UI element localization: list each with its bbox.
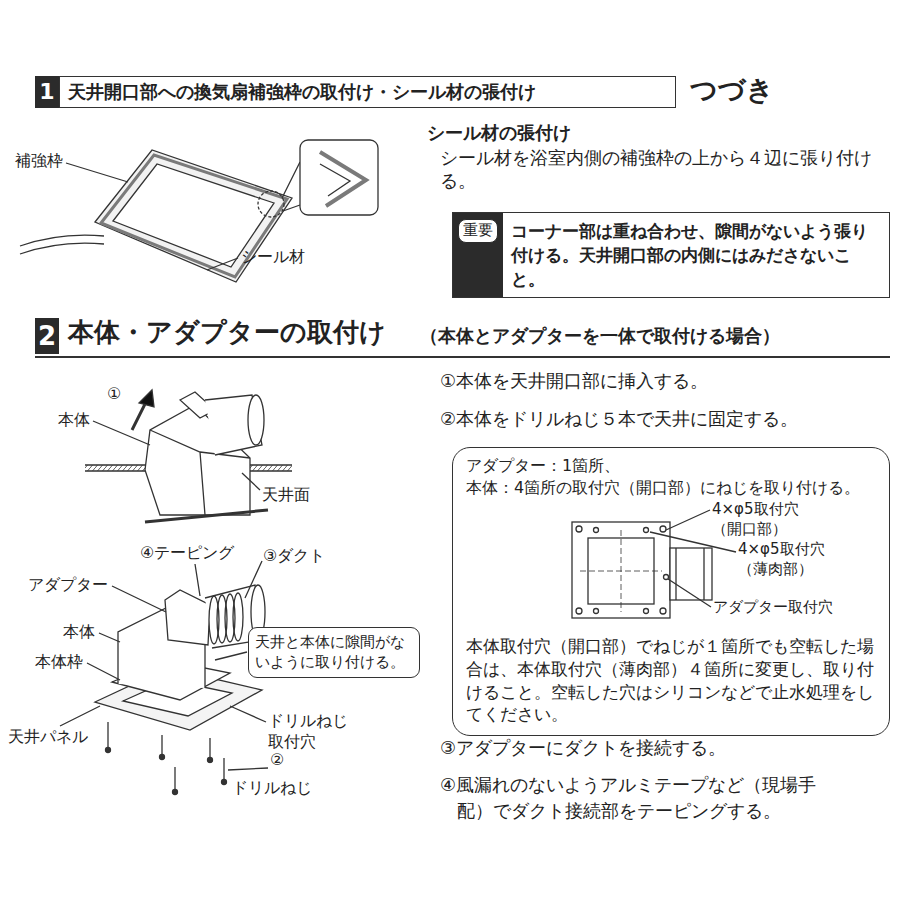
adapter-hole bbox=[664, 575, 669, 580]
ceiling-edge bbox=[20, 235, 104, 254]
leader-line bbox=[66, 163, 238, 270]
duct-rib bbox=[233, 593, 243, 641]
hole-label: 4×φ5取付穴 （開口部） bbox=[712, 500, 807, 539]
section-title-box: 天井開口部への換気扇補強枠の取付け・シール材の張付け bbox=[59, 76, 676, 108]
part-name: 本体枠 bbox=[35, 652, 83, 673]
node-text: 本体取付穴（開口部）でねじが１箇所でも空転した場合は、本体取付穴（薄肉部）４箇所… bbox=[466, 636, 877, 727]
part-name: 本体 bbox=[63, 622, 95, 643]
body-text: シール材を浴室内側の補強枠の上から４辺に張り付ける。 bbox=[440, 146, 876, 193]
node-text: 2 bbox=[38, 323, 56, 349]
step-text: ②本体をドリルねじ５本で天井に固定する。 bbox=[440, 407, 798, 430]
part-name: ドリルねじ 取付穴 bbox=[268, 711, 356, 753]
section-subtitle: （本体とアダプターを一体で取付ける場合） bbox=[420, 324, 780, 347]
duct-plan bbox=[670, 548, 712, 600]
callout-box: 天井と本体に隙間がないように取り付ける。 bbox=[248, 627, 420, 678]
corner-detail bbox=[320, 152, 366, 206]
node-text: 本体：4箇所の取付穴（開口部）にねじを取り付ける。 bbox=[466, 477, 877, 499]
step-text: ①本体を天井開口部に挿入する。 bbox=[440, 369, 708, 392]
insert-arrowhead bbox=[139, 390, 154, 407]
part-name: アダプター bbox=[28, 575, 108, 596]
node-text: 天井開口部への換気扇補強枠の取付け・シール材の張付け bbox=[68, 81, 536, 103]
center-line bbox=[580, 530, 662, 612]
node-text: コーナー部は重ね合わせ、隙間がないよう張り付ける。天井開口部の内側にはみださない… bbox=[511, 219, 881, 291]
insert-arrow bbox=[132, 402, 146, 430]
node-text: 1 bbox=[39, 81, 54, 103]
hole-label: アダプター取付穴 bbox=[713, 598, 833, 618]
important-tag: 重要 bbox=[453, 213, 503, 297]
node-text: 重要 bbox=[458, 219, 498, 243]
corner-detail bbox=[320, 164, 350, 196]
fan-flange bbox=[145, 510, 268, 522]
section-number: 2 bbox=[35, 318, 59, 354]
fan-duct-end bbox=[248, 395, 264, 445]
part-name: 補強枠 bbox=[15, 151, 63, 172]
duct-plan-edge bbox=[676, 548, 704, 600]
node-text: 天井と本体に隙間がないように取り付ける。 bbox=[255, 632, 413, 673]
part-name: ドリルねじ bbox=[232, 778, 312, 799]
callout-number: ② bbox=[270, 750, 284, 771]
step-text: ③アダプターにダクトを接続する。 bbox=[440, 736, 726, 759]
part-name: 天井面 bbox=[262, 485, 310, 506]
hole-label: 4×φ5取付穴 （薄肉部） bbox=[738, 540, 833, 579]
node-text: アダプター：1箇所、 bbox=[466, 455, 877, 477]
zoom-lines bbox=[282, 162, 300, 211]
drill-screws bbox=[106, 722, 227, 795]
mounting-holes bbox=[576, 526, 666, 614]
zoom-inset bbox=[300, 140, 378, 215]
zoom-circle bbox=[258, 191, 284, 217]
sub-heading: シール材の張付け bbox=[427, 121, 571, 144]
ceiling-hatch bbox=[85, 465, 148, 471]
section-title: 本体・アダプターの取付け bbox=[68, 316, 386, 350]
part-name: シール材 bbox=[241, 247, 305, 268]
fan-flange-plan bbox=[572, 522, 670, 618]
part-name: 天井パネル bbox=[8, 727, 88, 748]
section-rule bbox=[35, 356, 890, 358]
leader-line bbox=[93, 421, 260, 490]
callout-number: ① bbox=[107, 384, 121, 405]
part-name: ③ダクト bbox=[263, 546, 325, 567]
step-text: ④風漏れのないようアルミテープなど（現場手配）でダクト接続部をテーピングする。 bbox=[440, 772, 840, 824]
continued-label: つづき bbox=[690, 72, 774, 107]
note-box: アダプター：1箇所、本体：4箇所の取付穴（開口部）にねじを取り付ける。本体取付穴… bbox=[452, 447, 890, 736]
adapter bbox=[165, 590, 210, 645]
important-box: コーナー部は重ね合わせ、隙間がないよう張り付ける。天井開口部の内側にはみださない… bbox=[452, 212, 890, 298]
section-number: 1 bbox=[35, 76, 59, 108]
part-name: 本体 bbox=[58, 410, 90, 431]
part-name: ④テーピング bbox=[140, 543, 234, 564]
